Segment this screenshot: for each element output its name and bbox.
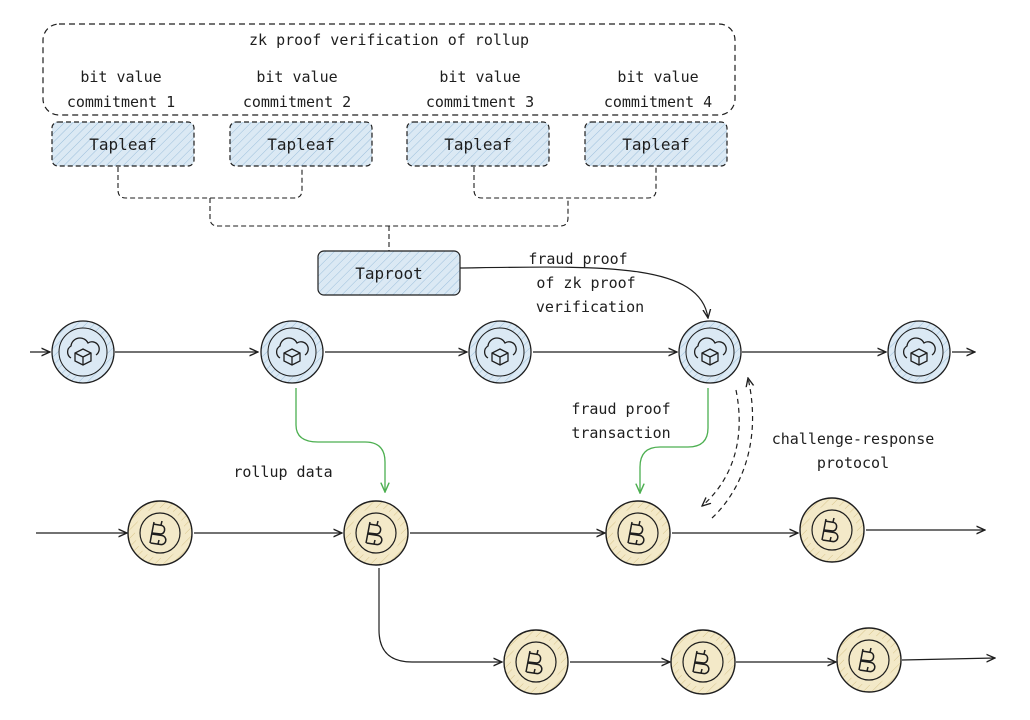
svg-text:verification: verification [536,298,644,316]
svg-text:protocol: protocol [817,454,889,472]
svg-text:bit value: bit value [256,68,337,86]
challenge-response-label: challenge-response protocol [772,430,935,472]
fraud-proof-zk-label: fraud proof of zk proof verification [528,250,644,316]
tapleaf-1: Tapleaf [51,121,195,167]
rollup-data-arrow [295,388,385,492]
bitcoin-fork-chain [378,568,995,662]
bitcoin-fork-node-1 [503,629,569,695]
commitment-1: bit value commitment 1 [67,68,175,111]
fraud-proof-tx-label: fraud proof transaction [571,400,670,442]
svg-text:Tapleaf: Tapleaf [89,135,156,154]
bitcoin-fork-node-3 [836,627,902,693]
zk-verification-container [42,23,736,116]
svg-text:fraud proof: fraud proof [528,250,627,268]
rollup-node-1 [51,320,115,384]
bitcoin-node-2 [343,500,409,566]
svg-text:fraud proof: fraud proof [571,400,670,418]
svg-text:commitment 1: commitment 1 [67,93,175,111]
taproot-to-fraud-proof-arrow [459,266,708,318]
svg-text:transaction: transaction [571,424,670,442]
rollup-data-label: rollup data [233,463,332,481]
svg-text:commitment 2: commitment 2 [243,93,351,111]
svg-text:commitment 3: commitment 3 [426,93,534,111]
bitcoin-node-4 [799,497,865,563]
svg-text:bit value: bit value [80,68,161,86]
bitcoin-node-3 [605,500,671,566]
bitcoin-main-chain [36,530,985,533]
fraud-proof-tx-arrow [640,388,709,493]
tapleaf-3: Tapleaf [406,121,550,167]
bitcoin-node-1 [127,500,193,566]
commitment-4: bit value commitment 4 [604,68,712,111]
rollup-node-5 [887,320,951,384]
rollup-node-2 [260,320,324,384]
svg-text:Tapleaf: Tapleaf [622,135,689,154]
commitment-3: bit value commitment 3 [426,68,534,111]
merkle-connectors [117,167,657,251]
svg-text:bit value: bit value [439,68,520,86]
svg-text:commitment 4: commitment 4 [604,93,712,111]
svg-text:Tapleaf: Tapleaf [267,135,334,154]
challenge-response-arrows [702,378,753,519]
zk-verification-title: zk proof verification of rollup [249,31,529,49]
svg-text:of zk proof: of zk proof [536,274,635,292]
rollup-node-3 [468,320,532,384]
svg-text:bit value: bit value [617,68,698,86]
tapleaf-4: Tapleaf [584,121,728,167]
tapleaf-2: Tapleaf [229,121,373,167]
rollup-node-4 [678,320,742,384]
taproot-box: Taproot [317,250,461,296]
commitment-2: bit value commitment 2 [243,68,351,111]
svg-text:Tapleaf: Tapleaf [444,135,511,154]
svg-text:challenge-response: challenge-response [772,430,935,448]
svg-text:Taproot: Taproot [355,264,422,283]
bitcoin-fork-node-2 [670,629,736,695]
